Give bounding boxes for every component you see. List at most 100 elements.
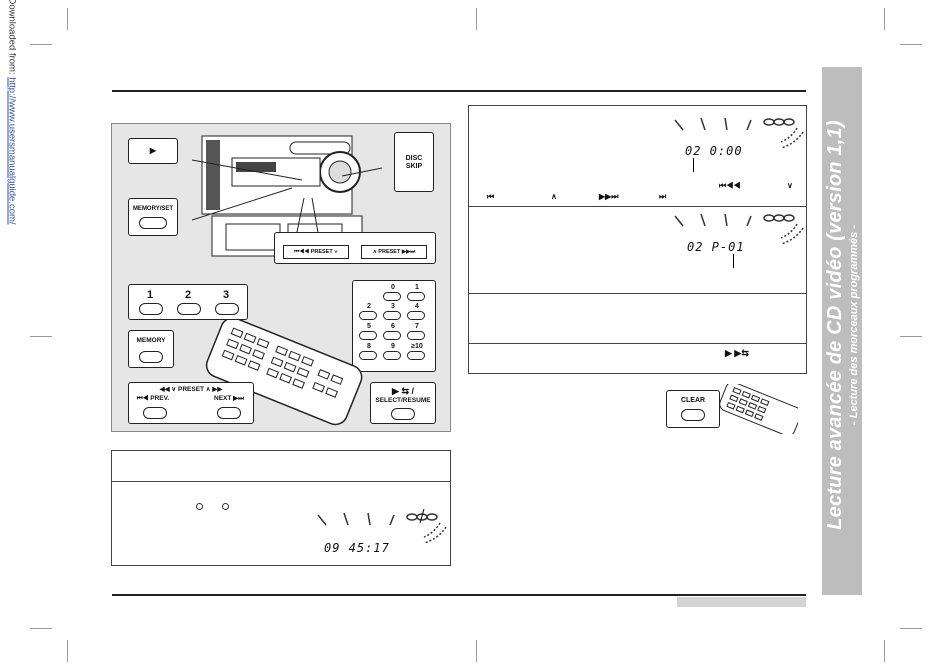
- section-tab: Lecture avancée de CD vidéo (version 1,1…: [822, 67, 862, 595]
- key-2-label: 2: [367, 303, 371, 310]
- key-6[interactable]: [383, 331, 401, 340]
- select-symbol: ▶ ⇆ /: [392, 386, 414, 396]
- step1-symbol: ⏮: [487, 192, 495, 201]
- step1-symbol: ⏭: [659, 192, 667, 201]
- crop-mark: [67, 8, 68, 30]
- step-divider: [469, 293, 806, 294]
- controls-illustration: ▶ DISC SKIP MEMORY/SET ⏮◀◀ PRESET ∨ ∧ PR…: [111, 123, 451, 432]
- key-2[interactable]: [359, 311, 377, 320]
- preset-prev-next-callout: ◀◀ ∨ PRESET ∧ ▶▶ ⏮◀ PREV. NEXT ▶⏭: [128, 382, 254, 424]
- footer-rule: [112, 594, 806, 596]
- key-9[interactable]: [383, 351, 401, 360]
- memory-set-button[interactable]: [139, 217, 167, 229]
- small-circle-icon: [222, 503, 229, 510]
- display-segments: [317, 509, 447, 544]
- memory-button[interactable]: [139, 351, 163, 363]
- clear-callout: CLEAR: [666, 390, 720, 428]
- key-0-label: 0: [391, 284, 395, 291]
- step1-symbol: ⏮◀◀: [719, 181, 741, 190]
- step-divider: [469, 343, 806, 344]
- section-title: Lecture avancée de CD vidéo (version 1,1…: [824, 120, 846, 530]
- clock-box-divider: [112, 481, 450, 482]
- key-9-label: 9: [391, 343, 395, 350]
- disc-skip-label: DISC SKIP: [405, 155, 423, 170]
- download-link[interactable]: http://www.usersmanualguide.com/: [6, 77, 18, 225]
- crop-mark: [884, 8, 885, 30]
- crop-mark: [30, 628, 52, 629]
- key-0[interactable]: [383, 292, 401, 301]
- preset-down-label: ⏮◀◀ PRESET ∨: [283, 245, 349, 259]
- section-subtitle: - Lecture des morceaux programmés -: [848, 225, 860, 425]
- disc1-label: 1: [146, 289, 154, 301]
- play-icon: ▶: [149, 146, 157, 155]
- step4-symbols: ▶ ▶⇆: [725, 348, 749, 358]
- preset-callout: ⏮◀◀ PRESET ∨ ∧ PRESET ▶▶⏭: [274, 232, 436, 264]
- play-button-callout: ▶: [128, 138, 178, 164]
- key-5[interactable]: [359, 331, 377, 340]
- key-4[interactable]: [407, 311, 425, 320]
- step1-symbol: ▶▶⏭: [599, 192, 619, 201]
- clear-label: CLEAR: [680, 397, 706, 404]
- crop-mark: [900, 336, 922, 337]
- key-3[interactable]: [383, 311, 401, 320]
- crop-mark: [476, 640, 477, 662]
- disc1-button[interactable]: [139, 303, 163, 315]
- display-segments: [674, 117, 804, 149]
- disc-skip-callout: DISC SKIP: [394, 132, 434, 192]
- step1-display: 02 0:00: [685, 144, 743, 158]
- step1-symbol: ∧: [551, 192, 557, 201]
- select-resume-callout: ▶ ⇆ / SELECT/RESUME: [370, 382, 436, 424]
- key-8-label: 8: [367, 343, 371, 350]
- crop-mark: [30, 44, 52, 45]
- key-10plus[interactable]: [407, 351, 425, 360]
- prev-button[interactable]: [143, 407, 167, 419]
- disc3-label: 3: [222, 289, 230, 301]
- step-divider: [469, 206, 806, 207]
- next-button[interactable]: [217, 407, 241, 419]
- crop-mark: [67, 640, 68, 662]
- keypad-callout: 0 1 2 3 4 5 6 7 8 9 ≥10: [352, 280, 436, 372]
- preset-up-label: ∧ PRESET ▶▶⏭: [361, 245, 427, 259]
- key-7[interactable]: [407, 331, 425, 340]
- step1-symbol: ∨: [787, 181, 793, 190]
- small-circle-icon: [196, 503, 203, 510]
- key-10plus-label: ≥10: [411, 343, 423, 350]
- crop-mark: [884, 640, 885, 662]
- crop-mark: [900, 44, 922, 45]
- select-resume-label: SELECT/RESUME: [375, 397, 431, 404]
- prev-label: ⏮◀ PREV.: [136, 395, 170, 402]
- next-label: NEXT ▶⏭: [214, 395, 244, 402]
- key-1[interactable]: [407, 292, 425, 301]
- download-source: Downloaded from: http://www.usersmanualg…: [7, 0, 18, 278]
- key-4-label: 4: [415, 303, 419, 310]
- crop-mark: [900, 628, 922, 629]
- disc2-label: 2: [184, 289, 192, 301]
- crop-mark: [30, 336, 52, 337]
- key-3-label: 3: [391, 303, 395, 310]
- memory-callout: MEMORY: [128, 330, 174, 368]
- disc2-button[interactable]: [177, 303, 201, 315]
- clock-box: 09 45:17: [111, 450, 451, 566]
- remote-control-drawing: [719, 384, 798, 434]
- disc3-button[interactable]: [215, 303, 239, 315]
- crop-mark: [476, 8, 477, 30]
- step2-display: 02 P-01: [687, 240, 745, 254]
- key-7-label: 7: [415, 323, 419, 330]
- key-5-label: 5: [367, 323, 371, 330]
- key-8[interactable]: [359, 351, 377, 360]
- memory-set-callout: MEMORY/SET: [128, 198, 178, 236]
- display-segments: [674, 213, 804, 245]
- stereo-unit-drawing: [192, 135, 382, 257]
- remote-control-drawing: [205, 320, 363, 426]
- clock-display: 09 45:17: [324, 541, 390, 555]
- key-6-label: 6: [391, 323, 395, 330]
- step2-pointer: [733, 254, 734, 268]
- step1-pointer: [693, 158, 694, 172]
- page-number-bar: [677, 597, 806, 607]
- memory-label: MEMORY: [136, 337, 166, 344]
- select-resume-button[interactable]: [391, 408, 415, 420]
- remote-disc-callout: 1 2 3: [128, 284, 248, 320]
- header-rule: [112, 90, 806, 92]
- key-1-label: 1: [415, 284, 419, 291]
- clear-button[interactable]: [681, 409, 705, 421]
